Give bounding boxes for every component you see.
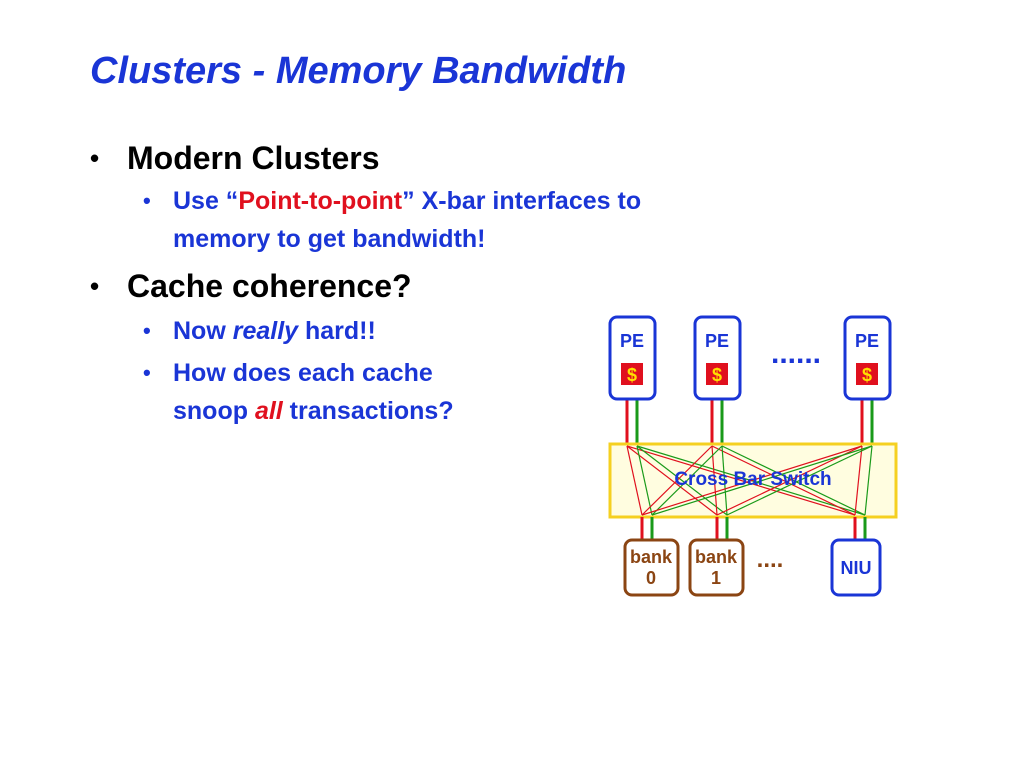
bullet-text: Modern Clusters [127, 140, 380, 176]
cache-icon [856, 363, 878, 385]
memory-wires [640, 517, 867, 540]
bank-ellipsis: .... [757, 546, 784, 573]
bullet-list: • Modern Clusters • Use “Point-to-point”… [85, 138, 641, 430]
cache-icon [621, 363, 643, 385]
bullet-dot: • [90, 143, 100, 173]
bullet-dot: • [143, 188, 151, 213]
sub-bullet-emphasis: all [254, 397, 283, 425]
pe-node-1: PE $ [608, 315, 657, 401]
bank-label: bank [695, 547, 738, 567]
bullet-dot: • [90, 271, 100, 301]
bullet-dot: • [143, 318, 151, 343]
sub-bullet-prefix: Use “ [173, 187, 239, 215]
crossbar-wires [626, 445, 873, 516]
sub-bullet-line1: How does each cache [173, 359, 433, 387]
memory-bank-0: bank 0 [623, 538, 680, 597]
sub-bullet-emphasis: really [232, 317, 299, 345]
niu-label: NIU [841, 558, 872, 578]
sub-bullet-really-hard: • Now really hard!! [143, 312, 641, 350]
sub-bullet-line2-suffix: transactions? [282, 397, 454, 425]
pe-node-2: PE $ [693, 315, 742, 401]
sub-bullet-line2: memory to get bandwidth! [173, 225, 486, 253]
switch-label: Cross Bar Switch [674, 469, 831, 490]
pe-ellipsis: ...... [771, 337, 821, 370]
pe-label: PE [855, 331, 879, 351]
sub-bullet-prefix: Now [173, 317, 233, 345]
niu-node: NIU [830, 538, 882, 597]
cache-icon [706, 363, 728, 385]
pe-label: PE [705, 331, 729, 351]
bullet-dot: • [143, 360, 151, 385]
bullet-cache-coherence: • Cache coherence? [90, 266, 641, 306]
sub-bullet-suffix: hard!! [298, 317, 376, 345]
sub-bullet-point-to-point: • Use “Point-to-point” X-bar interfaces … [143, 182, 642, 258]
bullet-modern-clusters: • Modern Clusters [90, 138, 641, 178]
sub-bullet-highlight: Point-to-point [238, 187, 403, 215]
bank-label: bank [630, 547, 673, 567]
crossbar-switch [608, 442, 898, 519]
bullet-text: Cache coherence? [127, 268, 412, 304]
cache-label: $ [712, 365, 722, 385]
bank-number: 0 [646, 568, 656, 588]
slide-title: Clusters - Memory Bandwidth [90, 50, 627, 92]
cache-label: $ [862, 365, 872, 385]
pe-wires [625, 400, 874, 445]
cache-label: $ [627, 365, 637, 385]
crossbar-diagram: Cross Bar Switch PE $ PE $ ...... PE $ b… [608, 315, 898, 597]
sub-bullet-snoop: • How does each cache snoop all transact… [143, 354, 641, 430]
pe-label: PE [620, 331, 644, 351]
sub-bullet-suffix: ” X-bar interfaces to [402, 187, 642, 215]
bank-number: 1 [711, 568, 721, 588]
memory-bank-1: bank 1 [688, 538, 745, 597]
sub-bullet-line2-prefix: snoop [173, 397, 255, 425]
pe-node-3: PE $ [843, 315, 892, 401]
